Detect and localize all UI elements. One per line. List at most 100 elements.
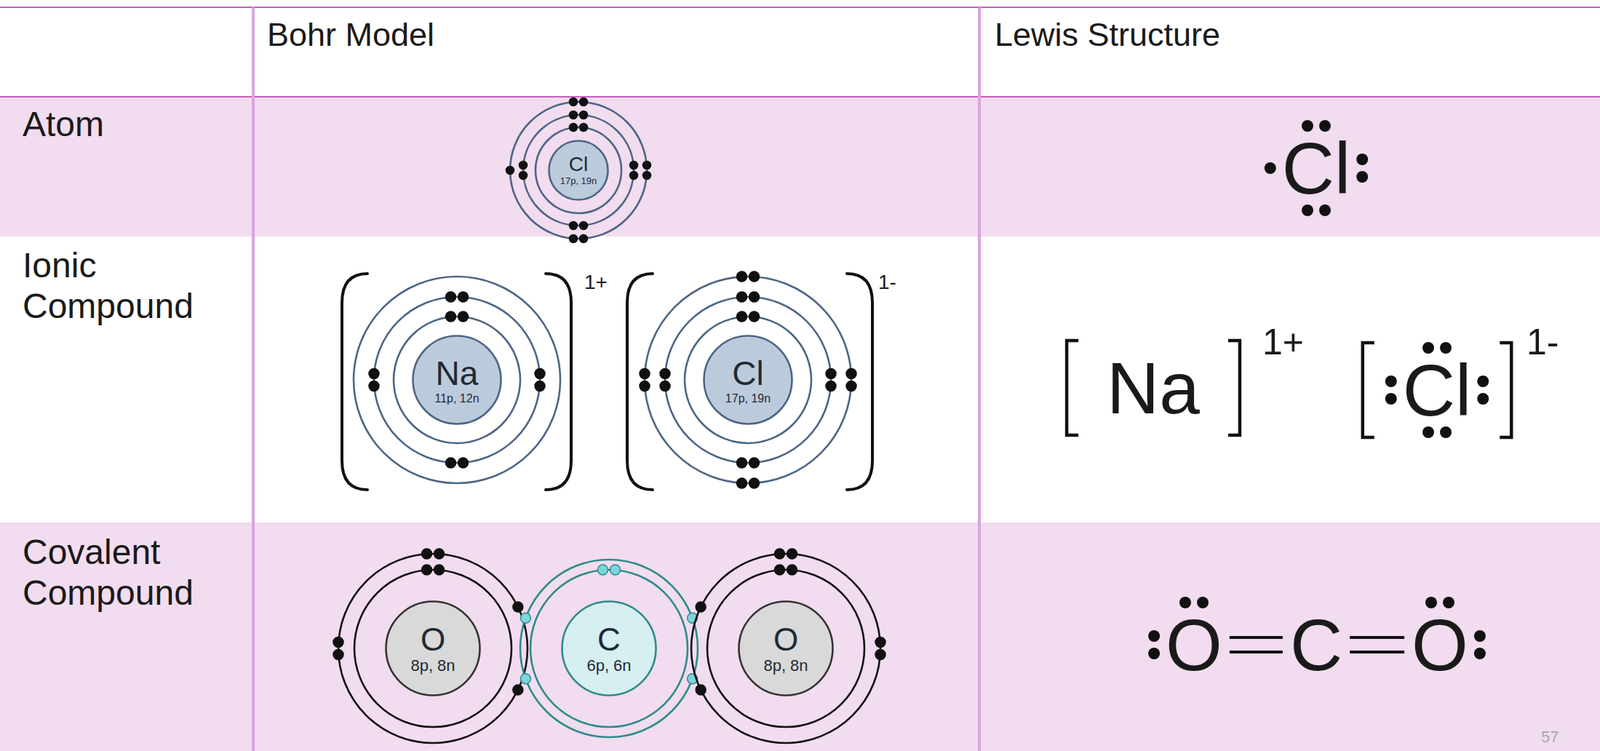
electron bbox=[446, 291, 457, 302]
element-symbol: C bbox=[1290, 608, 1343, 682]
lewis-dot bbox=[1179, 596, 1192, 609]
electron bbox=[737, 457, 748, 468]
electron bbox=[749, 271, 760, 282]
element-symbol: Na bbox=[1106, 351, 1200, 425]
element-symbol: O bbox=[420, 622, 446, 658]
electron bbox=[569, 123, 578, 132]
element-symbol: Cl bbox=[1282, 131, 1351, 205]
element-symbol: Cl bbox=[568, 153, 588, 177]
ion-charge: 1+ bbox=[584, 270, 608, 295]
electron-shell bbox=[510, 101, 647, 239]
electron bbox=[458, 311, 469, 322]
electron bbox=[875, 649, 886, 660]
lewis-dot bbox=[1148, 630, 1160, 642]
lewis-dot bbox=[1474, 630, 1486, 642]
electron bbox=[506, 166, 515, 175]
column-rule bbox=[977, 7, 981, 751]
electron bbox=[749, 457, 760, 468]
double-bond-line bbox=[1229, 650, 1283, 654]
electron bbox=[569, 235, 578, 244]
row-band bbox=[0, 96, 1600, 237]
electron bbox=[659, 368, 671, 380]
page-number: 57 bbox=[1541, 727, 1559, 747]
electron bbox=[825, 381, 837, 392]
lewis-dot bbox=[1439, 341, 1452, 354]
electron bbox=[749, 311, 760, 322]
element-symbol: O bbox=[1165, 608, 1223, 682]
double-bond-line bbox=[1229, 635, 1283, 639]
lewis-dot bbox=[1425, 596, 1438, 609]
ion-bracket bbox=[627, 273, 653, 490]
electron-shells bbox=[639, 271, 857, 489]
lewis-dot bbox=[1356, 170, 1368, 183]
electron bbox=[598, 564, 609, 575]
nucleus-circle bbox=[704, 336, 793, 425]
lewis-dot bbox=[1474, 647, 1486, 660]
electron bbox=[520, 612, 531, 623]
atom-nucleus: Cl17p, 19n bbox=[547, 139, 610, 201]
electron-shell bbox=[338, 553, 528, 743]
column-rule bbox=[251, 7, 255, 751]
particle-count: 17p, 19n bbox=[725, 392, 771, 406]
lewis-dot bbox=[1422, 426, 1435, 439]
electron bbox=[434, 564, 445, 575]
electron bbox=[579, 123, 588, 132]
electron bbox=[534, 368, 545, 380]
electron bbox=[737, 291, 748, 302]
electron bbox=[749, 478, 760, 489]
electron bbox=[749, 291, 760, 302]
electron bbox=[534, 381, 545, 392]
electron bbox=[368, 381, 380, 392]
ion-bracket bbox=[341, 273, 368, 490]
electron bbox=[695, 684, 706, 695]
electron bbox=[846, 368, 857, 380]
nucleus-circle bbox=[739, 601, 834, 696]
electron bbox=[774, 564, 786, 575]
lewis-dot bbox=[1442, 596, 1455, 609]
double-bond-line bbox=[1349, 650, 1405, 654]
electron bbox=[695, 601, 706, 612]
electron bbox=[737, 271, 748, 282]
electron bbox=[434, 548, 445, 559]
ion-nucleus: Cl17p, 19n bbox=[702, 334, 794, 425]
lewis-bracket bbox=[1228, 340, 1240, 436]
electron bbox=[520, 673, 531, 684]
oxygen-nucleus: O8p, 8n bbox=[737, 600, 834, 697]
lewis-dot bbox=[1148, 647, 1160, 660]
electron-shells bbox=[333, 548, 528, 743]
electron-shell bbox=[644, 276, 852, 484]
lewis-dot bbox=[1264, 162, 1277, 174]
electron-shell bbox=[530, 569, 688, 727]
particle-count: 8p, 8n bbox=[763, 657, 808, 675]
lewis-dot bbox=[1301, 204, 1314, 217]
electron bbox=[569, 111, 578, 120]
electron bbox=[579, 221, 588, 230]
lewis-dot bbox=[1422, 341, 1435, 354]
electron bbox=[519, 161, 528, 170]
carbon-nucleus: C6p, 6n bbox=[560, 600, 658, 697]
element-symbol: Na bbox=[435, 355, 479, 393]
lewis-dot bbox=[1385, 375, 1397, 388]
electron bbox=[737, 311, 748, 322]
lewis-dot bbox=[1439, 426, 1452, 439]
oxygen-nucleus: O8p, 8n bbox=[384, 600, 481, 697]
electron-shell bbox=[535, 127, 622, 214]
electron bbox=[333, 649, 344, 660]
electron bbox=[512, 601, 524, 612]
electron bbox=[643, 171, 652, 180]
electron-shells bbox=[520, 559, 698, 738]
electron bbox=[630, 171, 639, 180]
electron bbox=[846, 381, 857, 392]
ion-nucleus: Na11p, 12n bbox=[411, 334, 503, 425]
particle-count: 8p, 8n bbox=[410, 657, 455, 675]
nucleus-circle bbox=[413, 336, 502, 425]
double-bond-line bbox=[1349, 635, 1405, 639]
lewis-dot bbox=[1319, 120, 1331, 132]
electron-shells bbox=[506, 98, 652, 244]
electron bbox=[787, 564, 798, 575]
electron bbox=[639, 381, 650, 392]
electron bbox=[787, 548, 798, 559]
electron bbox=[422, 548, 433, 559]
element-symbol: Cl bbox=[731, 355, 764, 393]
